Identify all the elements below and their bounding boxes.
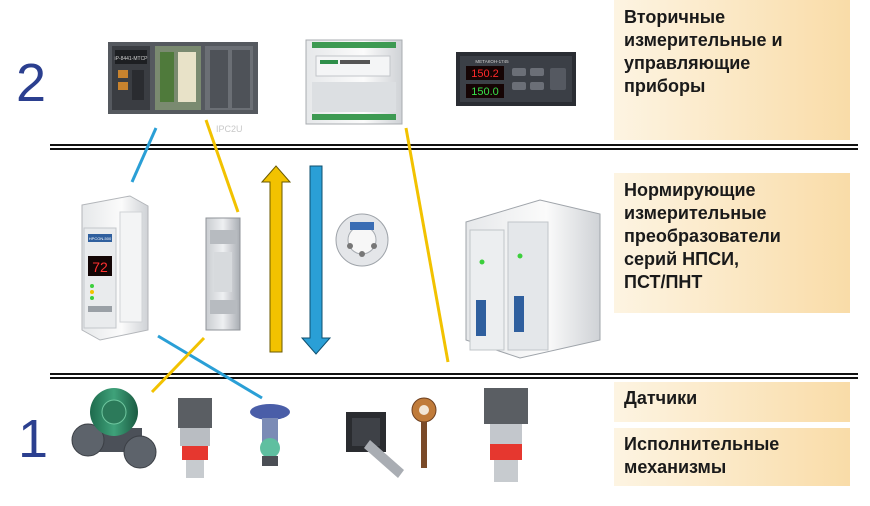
level-number-2: 2 <box>16 53 47 113</box>
yellow-link-converter-to-flowmeter <box>150 336 206 394</box>
din-controller-display: HPCON-500 72 <box>81 195 149 341</box>
level-number-1: 1 <box>18 409 49 469</box>
din-display-value: 72 <box>92 259 108 275</box>
slim-signal-converter <box>205 217 241 331</box>
yellow-link-plc-to-converter <box>204 119 240 213</box>
plc-model-label: iP-8441-MTCP <box>114 56 148 62</box>
flow-meter <box>71 388 157 469</box>
watermark-ipc2u: IPC2U <box>216 124 243 134</box>
panel-normalizing-converters: Нормирующие измерительные преобразовател… <box>614 173 850 313</box>
meter-brand: МЕТАКОН-1745 <box>475 59 509 64</box>
control-valve-actuator <box>250 404 290 466</box>
up-arrow <box>260 165 292 353</box>
panel-meter: 150.2 150.0 МЕТАКОН-1745 <box>456 52 576 106</box>
pressure-sensor-large <box>484 388 528 482</box>
level-switch <box>346 412 404 478</box>
panel-secondary-label: Вторичные измерительные и управляющие пр… <box>624 7 783 96</box>
thermocouple-probe <box>411 397 437 468</box>
blue-link-plc-to-din <box>130 127 158 183</box>
yellow-link-module-to-sensor <box>404 127 450 363</box>
panel-actuators: Исполнительные механизмы <box>614 428 850 486</box>
meter-display-bottom: 150.0 <box>471 86 499 98</box>
lower-level-divider <box>50 373 858 379</box>
panel-secondary-instruments: Вторичные измерительные и управляющие пр… <box>614 0 850 140</box>
head-mounted-transmitter <box>335 213 389 267</box>
upper-level-divider <box>50 144 858 150</box>
panel-sensors-label: Датчики <box>624 388 698 408</box>
meter-display-top: 150.2 <box>471 68 499 80</box>
panel-sensors: Датчики <box>614 382 850 422</box>
panel-normalizing-label: Нормирующие измерительные преобразовател… <box>624 180 781 292</box>
panel-actuators-label: Исполнительные механизмы <box>624 434 780 477</box>
pressure-sensor-small <box>178 398 212 478</box>
plc-controller: iP-8441-MTCP <box>108 42 258 114</box>
din-rail-module <box>305 39 403 125</box>
blue-link-din-to-valve <box>157 334 263 400</box>
npsi-converters <box>465 199 601 359</box>
down-arrow <box>300 165 332 355</box>
din-brand: HPCON-500 <box>89 236 112 241</box>
